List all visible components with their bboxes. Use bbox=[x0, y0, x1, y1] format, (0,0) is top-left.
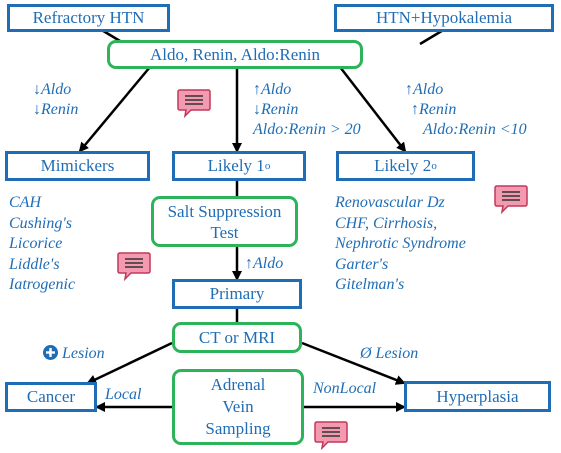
comment-bubble-icon[interactable] bbox=[314, 420, 348, 450]
cancer-box: Cancer bbox=[5, 382, 97, 412]
avs-line-2: Vein bbox=[222, 397, 254, 416]
positive-lesion-label: Lesion bbox=[42, 344, 105, 364]
list-item: Gitelman's bbox=[335, 276, 405, 293]
salt-high-aldo-label: ↑Aldo bbox=[245, 255, 284, 272]
primary-criteria-label: ↑Aldo ↓Renin Aldo:Renin > 20 bbox=[253, 80, 361, 140]
secondary-criteria-label: ↑Aldo ↑Renin Aldo:Renin <10 bbox=[405, 80, 527, 140]
nonlocal-label: NonLocal bbox=[313, 380, 377, 397]
arrow-to-cancer bbox=[86, 341, 173, 385]
avs-line-3: Sampling bbox=[205, 419, 271, 438]
arrow-to-likely2 bbox=[339, 66, 407, 153]
list-item: Cushing's bbox=[9, 214, 72, 232]
lesion-pos-text: Lesion bbox=[62, 345, 105, 362]
comment-bubble-icon[interactable] bbox=[494, 184, 528, 214]
mimickers-box: Mimickers bbox=[5, 151, 150, 181]
low-aldo-renin-label: ↓Aldo ↓Renin bbox=[33, 80, 78, 120]
hyperplasia-box: Hyperplasia bbox=[404, 381, 551, 412]
avs-line-1: Adrenal bbox=[210, 375, 266, 394]
low-aldo-text: ↓Aldo bbox=[33, 81, 72, 98]
arrow-to-hyperplasia bbox=[301, 341, 406, 385]
low-renin-text: ↓Renin bbox=[33, 101, 79, 118]
secondary-causes-list: Renovascular Dz CHF, Cirrhosis, Nephroti… bbox=[335, 193, 466, 296]
local-label: Local bbox=[105, 386, 142, 403]
salt-line-2: Test bbox=[210, 222, 239, 242]
mid-renin-text: ↓Renin bbox=[253, 101, 299, 118]
mid-aldo-text: ↑Aldo bbox=[253, 81, 292, 98]
likely-secondary-label: Likely 2 bbox=[374, 156, 432, 175]
mimickers-list: CAH Cushing's Licorice Liddle's Iatrogen… bbox=[9, 193, 75, 296]
adrenal-vein-sampling-box: Adrenal Vein Sampling bbox=[172, 369, 304, 445]
list-item: Nephrotic Syndrome bbox=[335, 235, 466, 252]
comment-bubble-icon[interactable] bbox=[177, 88, 211, 118]
likely-primary-label: Likely 1 bbox=[207, 156, 265, 175]
primary-box: Primary bbox=[172, 279, 302, 309]
arrow-to-mimickers bbox=[78, 66, 151, 153]
list-item: Liddle's bbox=[9, 255, 60, 273]
comment-bubble-icon[interactable] bbox=[117, 251, 151, 281]
list-item: CAH bbox=[9, 194, 41, 211]
ct-mri-box: CT or MRI bbox=[172, 322, 302, 353]
mid-ratio-text: Aldo:Renin > 20 bbox=[253, 121, 361, 138]
negative-lesion-label: Ø Lesion bbox=[360, 345, 419, 362]
refractory-htn-box: Refractory HTN bbox=[7, 4, 170, 32]
plus-circle-icon bbox=[43, 345, 58, 360]
salt-line-1: Salt Suppression bbox=[167, 201, 282, 221]
list-item: Garter's bbox=[335, 255, 389, 273]
right-ratio-text: Aldo:Renin <10 bbox=[423, 121, 527, 138]
salt-suppression-box: Salt Suppression Test bbox=[151, 196, 298, 247]
aldo-renin-box: Aldo, Renin, Aldo:Renin bbox=[107, 40, 363, 69]
list-item: CHF, Cirrhosis, bbox=[335, 214, 438, 232]
list-item: Iatrogenic bbox=[9, 276, 76, 293]
right-renin-text: ↑Renin bbox=[411, 101, 457, 118]
right-aldo-text: ↑Aldo bbox=[405, 81, 444, 98]
list-item: Licorice bbox=[9, 235, 63, 252]
htn-hypokalemia-box: HTN+Hypokalemia bbox=[334, 4, 554, 32]
list-item: Renovascular Dz bbox=[335, 194, 445, 211]
